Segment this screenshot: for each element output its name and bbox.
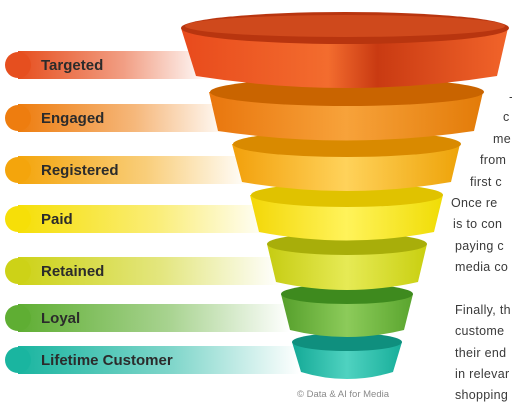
side-text-line: shopping bbox=[455, 388, 509, 402]
stage-dot-targeted bbox=[5, 52, 31, 78]
side-text-line: first c bbox=[470, 175, 502, 189]
stage-band-registered bbox=[18, 156, 250, 184]
stage-label-engaged: Engaged bbox=[41, 110, 105, 127]
stage-band-targeted bbox=[18, 51, 210, 79]
funnel-segment-targeted bbox=[181, 12, 509, 88]
funnel-segment-retained bbox=[267, 233, 427, 290]
stage-dot-retained bbox=[5, 258, 31, 284]
side-text-line: from bbox=[480, 153, 507, 167]
stage-band-loyal bbox=[18, 304, 290, 332]
side-text-line: Finally, th bbox=[455, 303, 511, 317]
side-text-line: their end bbox=[455, 346, 507, 360]
stage-label-targeted: Targeted bbox=[41, 57, 104, 74]
stage-band-lifetime-customer bbox=[18, 346, 300, 374]
funnel-segment-paid bbox=[250, 183, 443, 241]
stage-dot-lifetime-customer bbox=[5, 347, 31, 373]
stage-label-retained: Retained bbox=[41, 263, 105, 280]
funnel-segment-lifetime-customer bbox=[292, 333, 402, 379]
side-text-line: is to con bbox=[453, 217, 503, 231]
stage-label-loyal: Loyal bbox=[41, 310, 81, 327]
credit-text: © Data & AI for Media bbox=[297, 389, 390, 400]
funnel-segment-loyal bbox=[281, 284, 413, 337]
side-text-line: Once re bbox=[451, 196, 498, 210]
stage-label-lifetime-customer: Lifetime Customer bbox=[41, 352, 173, 369]
side-text-line: c bbox=[503, 110, 510, 124]
side-text-line: - bbox=[509, 90, 512, 104]
stage-label-paid: Paid bbox=[41, 211, 73, 228]
side-text-line: media co bbox=[455, 260, 509, 274]
stage-label-registered: Registered bbox=[41, 162, 119, 179]
stage-dot-loyal bbox=[5, 305, 31, 331]
stage-band-engaged bbox=[18, 104, 230, 132]
side-text-line: in relevar bbox=[455, 367, 510, 381]
stage-band-retained bbox=[18, 257, 280, 285]
stage-band-paid bbox=[18, 205, 270, 233]
side-text-line: custome bbox=[455, 324, 505, 338]
stage-dot-registered bbox=[5, 157, 31, 183]
side-text-line: paying c bbox=[455, 239, 504, 253]
side-text-line: me bbox=[493, 132, 511, 146]
stage-dot-engaged bbox=[5, 105, 31, 131]
stage-dot-paid bbox=[5, 206, 31, 232]
